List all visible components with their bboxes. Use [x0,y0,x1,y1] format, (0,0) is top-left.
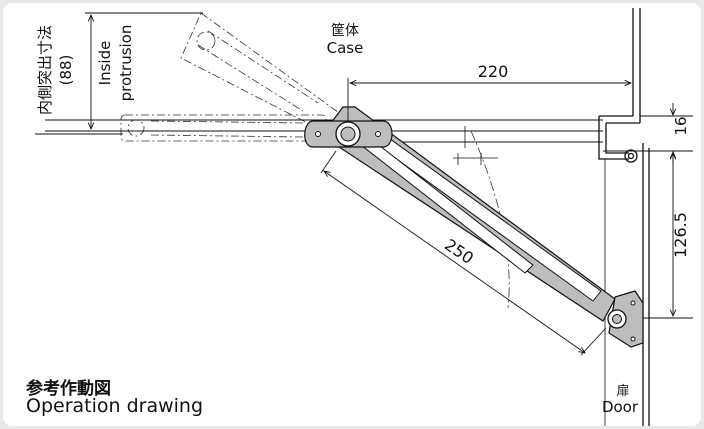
dimension-88 [85,12,203,129]
ghost-arm-lower [120,114,327,142]
case-en-label: Case [327,39,364,57]
dim-16-label: 16 [672,116,690,135]
caption-jp: 参考作動図 [26,379,111,399]
operation-drawing: 220 250 16 126.5 内側突出寸法 (88) Inside prot… [35,8,693,426]
center-marks [453,126,498,165]
case-wall [598,8,641,160]
inside-jp-label: 内側突出寸法 [36,25,54,115]
dimension-220 [347,78,634,121]
door-en-label: Door [602,398,639,416]
inside-en-label-1: Inside [96,41,114,86]
case-jp-label: 筐体 [331,22,359,39]
inside-en-label-2: protrusion [117,25,135,102]
drawing-frame: 220 250 16 126.5 内側突出寸法 (88) Inside prot… [3,3,701,426]
door-bracket [607,290,644,348]
dim-126-5-label: 126.5 [671,212,690,258]
dimension-250 [320,150,607,356]
inside-value-label: (88) [57,55,75,86]
door-jp-label: 扉 [616,383,629,399]
dim-220-label: 220 [478,62,509,81]
caption-en: Operation drawing [26,395,204,417]
case-bracket [304,120,393,148]
dim-250-label: 250 [441,235,477,268]
